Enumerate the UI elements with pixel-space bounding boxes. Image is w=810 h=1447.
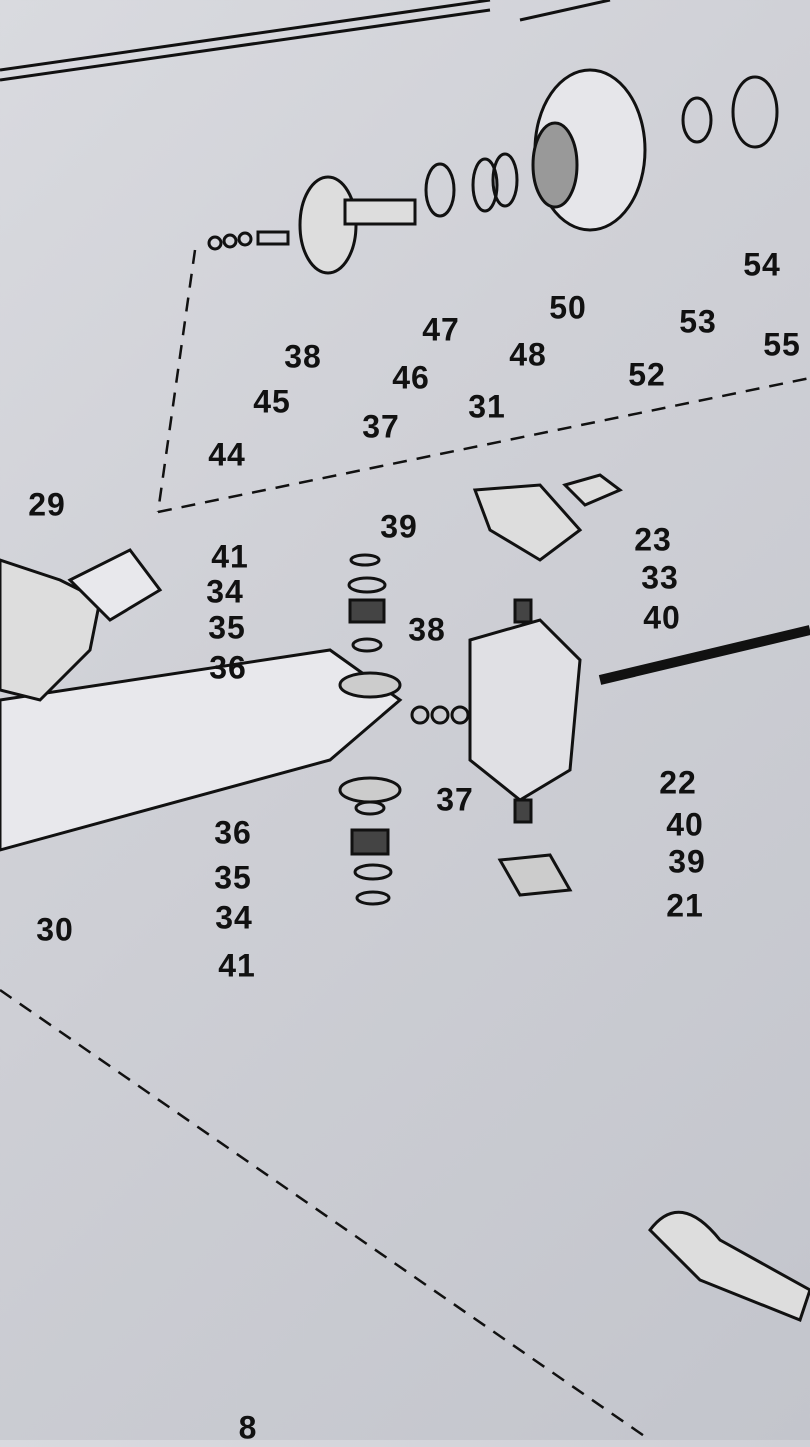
- part-callout-35: 35: [208, 609, 246, 646]
- part-callout-46: 46: [392, 359, 430, 396]
- section-lines: [0, 249, 810, 1440]
- part-callout-40: 40: [643, 599, 681, 636]
- axle-beam: [0, 548, 403, 852]
- part-callout-33: 33: [641, 559, 679, 596]
- part-callout-29: 29: [28, 486, 66, 523]
- part-callout-38: 38: [408, 611, 446, 648]
- part-callout-38: 38: [284, 338, 322, 375]
- part-callout-44: 44: [208, 436, 246, 473]
- part-callout-50: 50: [549, 289, 587, 326]
- part-callout-37: 37: [362, 408, 400, 445]
- part-callout-52: 52: [628, 356, 666, 393]
- steering-knuckle: [410, 473, 810, 1322]
- tie-rod-top: [0, 0, 611, 82]
- part-callout-23: 23: [634, 521, 672, 558]
- part-callout-40: 40: [666, 806, 704, 843]
- part-callout-48: 48: [509, 336, 547, 373]
- part-callout-55: 55: [763, 326, 801, 363]
- part-callout-47: 47: [422, 311, 460, 348]
- part-callout-53: 53: [679, 303, 717, 340]
- part-callout-35: 35: [214, 859, 252, 896]
- part-callout-8: 8: [238, 1409, 258, 1446]
- part-callout-54: 54: [743, 246, 781, 283]
- part-callout-22: 22: [659, 764, 697, 801]
- part-callout-30: 30: [36, 911, 74, 948]
- part-callout-45: 45: [253, 383, 291, 420]
- kingpin-parts: [347, 553, 393, 906]
- hub-assembly: [207, 68, 779, 275]
- part-callout-36: 36: [209, 649, 247, 686]
- part-callout-39: 39: [380, 508, 418, 545]
- part-callout-41: 41: [211, 538, 249, 575]
- part-callout-36: 36: [214, 814, 252, 851]
- part-callout-41: 41: [218, 947, 256, 984]
- part-callout-39: 39: [668, 843, 706, 880]
- part-callout-21: 21: [666, 887, 704, 924]
- part-callout-34: 34: [215, 899, 253, 936]
- part-callout-31: 31: [468, 388, 506, 425]
- part-callout-34: 34: [206, 573, 244, 610]
- part-callout-37: 37: [436, 781, 474, 818]
